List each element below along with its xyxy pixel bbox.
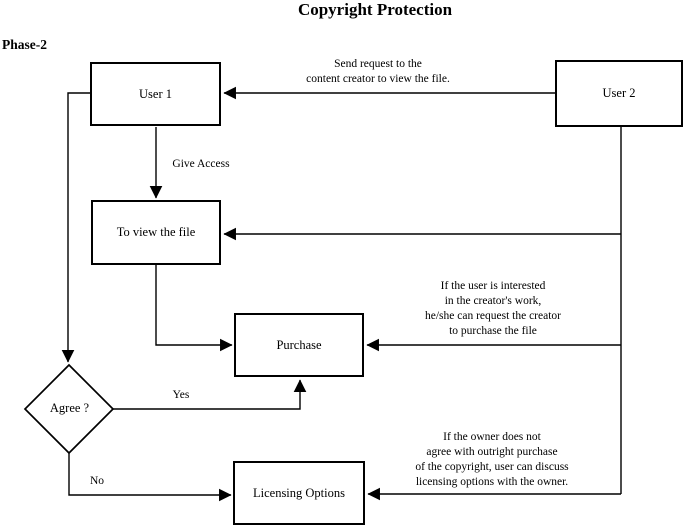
edge-label-no: No bbox=[89, 475, 105, 487]
edge-label-owner: If the owner does not agree with outrigh… bbox=[415, 431, 569, 488]
node-purchase-label: Purchase bbox=[276, 337, 322, 352]
edge-label-interested: If the user is interested in the creator… bbox=[424, 280, 561, 337]
node-to-view-the-file: To view the file bbox=[91, 200, 221, 265]
page-title: Copyright Protection bbox=[297, 0, 453, 19]
arrow-agree-no-to-licensing bbox=[68, 453, 232, 502]
decision-diamond-agree bbox=[23, 363, 115, 455]
decision-agree-label: Agree ? bbox=[49, 401, 90, 415]
node-user1: User 1 bbox=[90, 62, 221, 126]
node-user1-label: User 1 bbox=[139, 86, 172, 101]
arrow-user1-to-agree bbox=[61, 92, 90, 363]
arrow-agree-yes-to-purchase bbox=[113, 379, 307, 410]
arrow-toview-to-purchase bbox=[155, 265, 233, 352]
node-user2-label: User 2 bbox=[602, 86, 636, 100]
edge-label-give-access: Give Access bbox=[172, 158, 230, 170]
edge-label-yes: Yes bbox=[172, 389, 190, 401]
node-licensing-options: Licensing Options bbox=[233, 461, 365, 525]
node-user2: User 2 bbox=[555, 60, 683, 127]
node-purchase: Purchase bbox=[234, 313, 364, 377]
edge-label-send-request: Send request to the content creator to v… bbox=[306, 58, 450, 85]
phase-label: Phase-2 bbox=[2, 37, 47, 52]
node-to-view-label: To view the file bbox=[116, 225, 196, 239]
node-licensing-label: Licensing Options bbox=[252, 485, 345, 500]
